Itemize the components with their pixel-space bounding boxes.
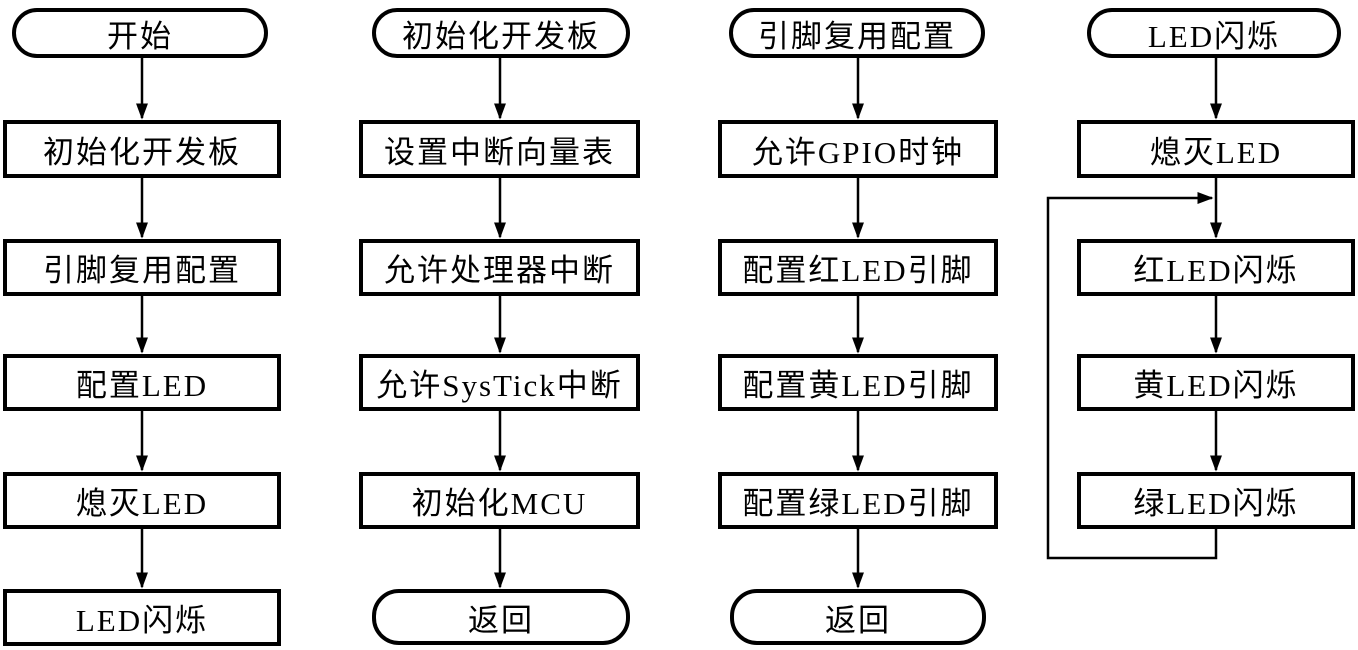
node-led-off: 熄灭LED	[3, 472, 281, 529]
node-red-led-blink: 红LED闪烁	[1077, 239, 1355, 296]
node-label: 配置绿LED引脚	[742, 486, 974, 521]
node-label: 开始	[107, 18, 173, 54]
node-config-green-led-pin: 配置绿LED引脚	[718, 472, 998, 529]
loop-back-connector	[1046, 191, 1218, 560]
node-label: 配置黄LED引脚	[742, 368, 974, 403]
node-init-board: 初始化开发板	[3, 120, 281, 178]
node-enable-cpu-interrupt: 允许处理器中断	[359, 239, 640, 296]
node-init-mcu: 初始化MCU	[359, 472, 640, 529]
node-sub-led-blink-title: LED闪烁	[1087, 8, 1341, 58]
node-label: 初始化开发板	[43, 134, 241, 170]
node-label: 绿LED闪烁	[1133, 486, 1299, 521]
node-label: 允许GPIO时钟	[751, 134, 965, 170]
node-label: 配置红LED引脚	[742, 253, 974, 288]
node-label: 允许SysTick中断	[376, 368, 623, 403]
led-blink-arrows	[1046, 58, 1223, 560]
node-config-yellow-led-pin: 配置黄LED引脚	[718, 354, 998, 411]
node-label: 熄灭LED	[1149, 134, 1283, 170]
node-sub-pin-mux-title: 引脚复用配置	[729, 8, 985, 58]
node-label: 初始化开发板	[402, 18, 600, 54]
node-label: 黄LED闪烁	[1133, 368, 1299, 403]
node-label: LED闪烁	[1147, 18, 1281, 54]
node-led-off-sub: 熄灭LED	[1077, 120, 1355, 178]
node-enable-gpio-clock: 允许GPIO时钟	[718, 120, 998, 178]
node-label: 设置中断向量表	[384, 134, 615, 170]
node-start: 开始	[12, 8, 268, 58]
node-set-interrupt-vector: 设置中断向量表	[359, 120, 640, 178]
node-return-init-board: 返回	[372, 589, 630, 645]
node-label: 返回	[825, 602, 891, 638]
node-green-led-blink: 绿LED闪烁	[1077, 472, 1355, 529]
node-return-pin-mux: 返回	[730, 589, 986, 645]
node-label: 配置LED	[75, 368, 209, 403]
node-label: 熄灭LED	[75, 486, 209, 521]
node-sub-init-board-title: 初始化开发板	[372, 8, 630, 58]
node-label: 初始化MCU	[411, 486, 588, 521]
node-label: 引脚复用配置	[43, 253, 241, 288]
node-config-red-led-pin: 配置红LED引脚	[718, 239, 998, 296]
node-yellow-led-blink: 黄LED闪烁	[1077, 354, 1355, 411]
node-enable-systick-interrupt: 允许SysTick中断	[359, 354, 640, 411]
node-label: 引脚复用配置	[758, 18, 956, 54]
node-config-led: 配置LED	[3, 354, 281, 411]
node-label: 返回	[468, 602, 534, 638]
node-label: 允许处理器中断	[384, 253, 615, 288]
node-label: 红LED闪烁	[1133, 253, 1299, 288]
node-label: LED闪烁	[75, 603, 209, 638]
node-led-blink: LED闪烁	[3, 589, 281, 646]
node-pin-mux-config: 引脚复用配置	[3, 239, 281, 296]
